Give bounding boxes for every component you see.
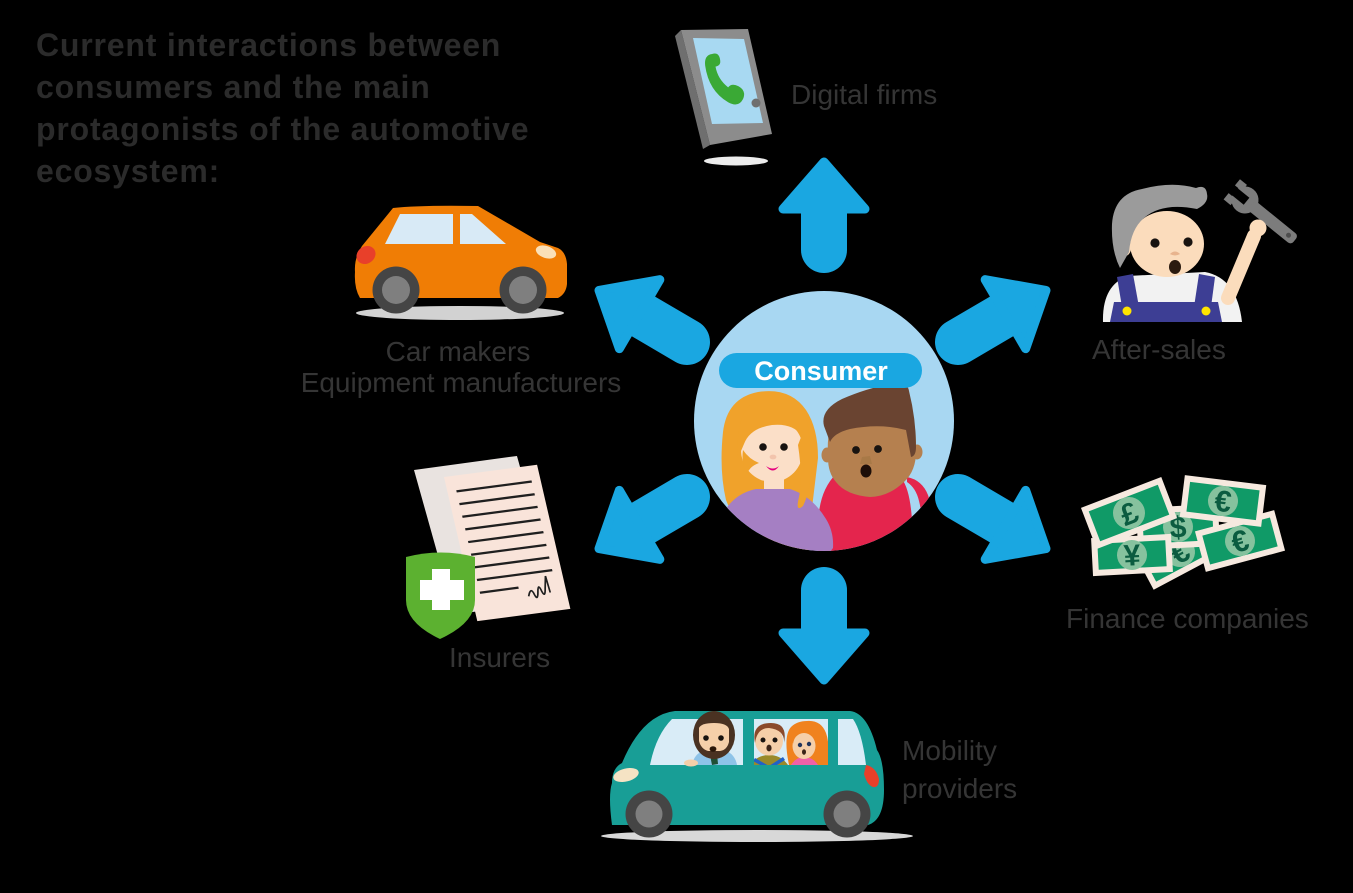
svg-text:consumers and the main: consumers and the main xyxy=(36,69,431,105)
svg-text:Consumer: Consumer xyxy=(754,356,888,386)
svg-text:protagonists of the automotive: protagonists of the automotive xyxy=(36,111,529,147)
svg-text:Equipment manufacturers: Equipment manufacturers xyxy=(301,367,622,398)
svg-text:Car makers: Car makers xyxy=(386,336,531,367)
svg-text:Mobility: Mobility xyxy=(902,735,997,766)
svg-text:¥: ¥ xyxy=(1123,539,1142,573)
svg-text:Finance companies: Finance companies xyxy=(1066,603,1309,634)
svg-text:providers: providers xyxy=(902,773,1017,804)
svg-text:Current interactions between: Current interactions between xyxy=(36,27,501,63)
svg-text:$: $ xyxy=(1169,511,1188,545)
svg-text:Digital firms: Digital firms xyxy=(791,79,937,110)
svg-text:Insurers: Insurers xyxy=(449,642,550,673)
svg-text:€: € xyxy=(1213,485,1234,520)
svg-text:After-sales: After-sales xyxy=(1092,334,1226,365)
svg-text:ecosystem:: ecosystem: xyxy=(36,153,220,189)
